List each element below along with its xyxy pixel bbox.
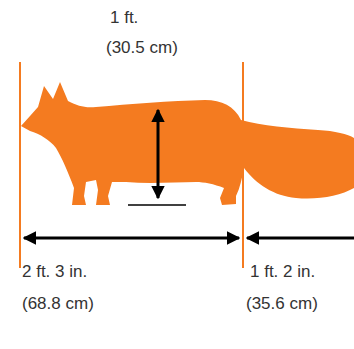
body-length-arrow [24,237,239,240]
fox-silhouette [21,82,354,205]
dimension-label: 2 ft. 3 in. [22,262,87,282]
dimension-label: 1 ft. 2 in. [250,262,315,282]
extent-line [19,62,21,268]
dimension-label: (68.8 cm) [22,294,94,314]
dimension-label: (30.5 cm) [106,38,178,58]
dimension-label: 1 ft. [110,8,138,28]
ground-line [128,204,186,206]
height-arrow [157,110,160,198]
tail-length-arrow [247,237,354,240]
dimension-label: (35.6 cm) [246,294,318,314]
extent-line [242,62,244,268]
